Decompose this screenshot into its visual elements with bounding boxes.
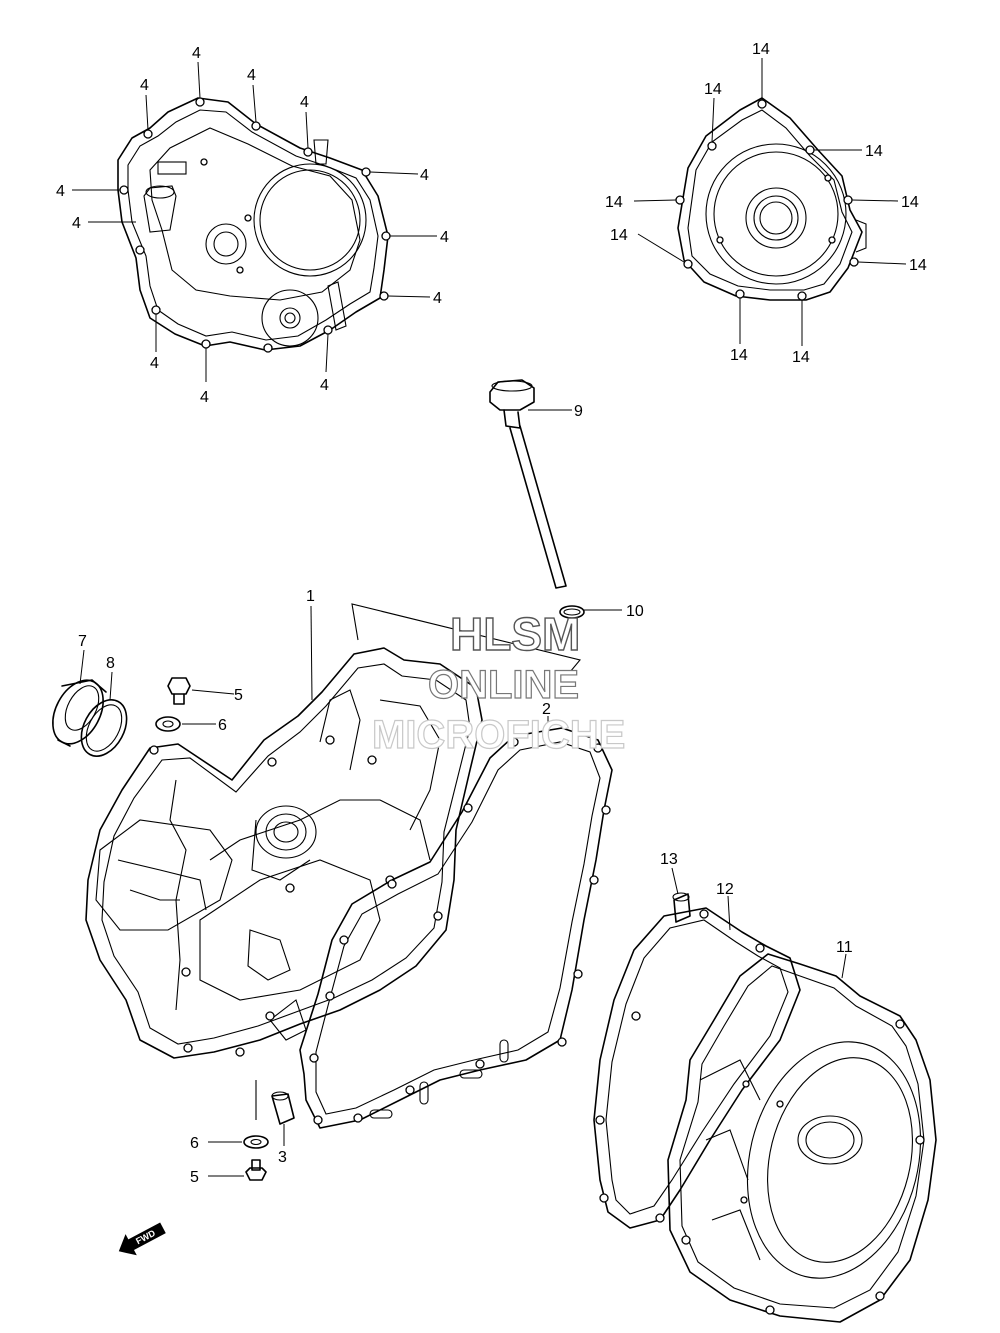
- oil-dipstick: [489, 379, 567, 589]
- o-ring: [80, 699, 128, 757]
- dowel-pin: [271, 1091, 295, 1125]
- callout-4: 4: [420, 167, 429, 184]
- callout-4: 4: [433, 290, 442, 307]
- callout-13-leader: [671, 867, 679, 895]
- callout-4: 4: [440, 229, 449, 246]
- callout-14: 14: [909, 257, 927, 274]
- watermark-line-3: MICROFICHE: [372, 713, 625, 757]
- callout-7: 7: [78, 633, 87, 650]
- callout-14-leaders: [633, 58, 907, 346]
- generator-cover: [667, 953, 937, 1323]
- callout-4: 4: [192, 45, 201, 62]
- callout-13: 13: [660, 851, 678, 868]
- washer-upper: [155, 716, 181, 732]
- callout-6: 6: [218, 717, 227, 734]
- dowel-pin-generator: [672, 892, 691, 923]
- clutch-cover: [85, 647, 483, 1059]
- callout-11: 11: [836, 939, 853, 956]
- callout-14: 14: [610, 227, 628, 244]
- callout-1-leader: [310, 605, 313, 701]
- callout-5: 5: [234, 687, 243, 704]
- generator-cover-gasket-large: [593, 907, 801, 1229]
- callout-1: 1: [306, 588, 315, 605]
- generator-cover-gasket: [675, 97, 867, 301]
- callout-4: 4: [140, 77, 149, 94]
- callout-10: 10: [626, 603, 644, 620]
- clutch-cover-gasket: [117, 97, 391, 353]
- callout-14: 14: [865, 143, 883, 160]
- callout-11-leader: [841, 953, 847, 979]
- callout-14: 14: [704, 81, 722, 98]
- dipstick-o-ring: [559, 605, 585, 619]
- callout-14: 14: [605, 194, 623, 211]
- clutch-cover-gasket-large: [299, 727, 613, 1129]
- oil-seal: [52, 679, 107, 747]
- callout-14: 14: [752, 41, 770, 58]
- callout-4-labels: 4 4 4 4 4 4 4 4 4 4 4 4: [56, 45, 449, 406]
- callout-3: 3: [278, 1149, 287, 1166]
- callout-4: 4: [150, 355, 159, 372]
- callout-4: 4: [56, 183, 65, 200]
- reference-bracket: [351, 603, 581, 673]
- callout-8-leader: [109, 671, 113, 701]
- forward-arrow-icon: FWD: [118, 1222, 166, 1256]
- callout-14: 14: [792, 349, 810, 366]
- washer-lower: [243, 1135, 269, 1149]
- watermark-line-1: HLSM: [450, 608, 580, 660]
- callout-5-leader: [191, 689, 235, 695]
- callout-14-labels: 14 14 14 14 14 14 14 14 14: [605, 41, 927, 366]
- callout-12-leader: [727, 895, 731, 931]
- callout-5: 5: [190, 1169, 199, 1186]
- callout-14: 14: [730, 347, 748, 364]
- callout-4: 4: [200, 389, 209, 406]
- callout-8: 8: [106, 655, 115, 672]
- watermark: HLSM ONLINE MICROFICHE: [371, 607, 626, 757]
- drain-bolt-lower: [245, 1159, 267, 1181]
- callout-14: 14: [901, 194, 919, 211]
- callout-6: 6: [190, 1135, 199, 1152]
- watermark-line-2: ONLINE: [428, 663, 579, 707]
- callout-4: 4: [72, 215, 81, 232]
- drain-bolt-upper: [167, 677, 191, 705]
- callout-4: 4: [300, 94, 309, 111]
- callout-4-leaders: [72, 61, 437, 382]
- callout-12: 12: [716, 881, 734, 898]
- callout-9: 9: [574, 403, 583, 420]
- callout-2: 2: [542, 701, 551, 718]
- callout-7-leader: [79, 649, 85, 685]
- callout-4: 4: [247, 67, 256, 84]
- callout-4: 4: [320, 377, 329, 394]
